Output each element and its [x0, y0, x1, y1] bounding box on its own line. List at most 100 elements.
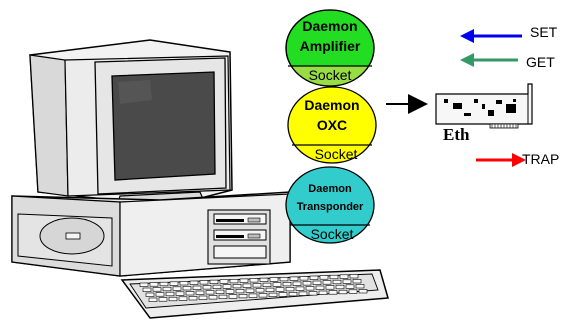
keyboard-key	[329, 274, 339, 280]
keyboard	[120, 269, 389, 319]
keyboard-key	[145, 292, 155, 297]
keyboard-key	[289, 276, 299, 281]
keyboard-key	[185, 291, 195, 296]
daemon-title-line2: Transponder	[297, 201, 364, 213]
keyboard-key	[315, 285, 325, 290]
keyboard-key	[192, 285, 202, 290]
daemon-title-line1: Daemon	[308, 183, 352, 195]
keyboard-key	[158, 297, 168, 302]
socket-label: Socket	[315, 146, 358, 162]
keyboard-key	[318, 290, 328, 295]
keyboard-key	[232, 283, 242, 289]
keyboard-key	[249, 278, 259, 283]
computer-illustration	[11, 39, 389, 319]
keyboard-key	[139, 282, 149, 287]
set-arrowhead-icon	[460, 29, 474, 43]
keyboard-key	[162, 286, 172, 292]
keyboard-key	[325, 285, 335, 290]
keyboard-key	[308, 291, 318, 296]
keyboard-key	[285, 286, 295, 292]
keyboard-key	[165, 291, 175, 297]
keyboard-key	[222, 284, 232, 289]
keyboard-key	[225, 289, 235, 294]
legend-set-label: SET	[530, 24, 558, 40]
keyboard-key	[298, 291, 308, 296]
keyboard-key	[208, 295, 218, 300]
keyboard-key	[278, 292, 288, 297]
keyboard-key	[258, 293, 268, 298]
keyboard-key	[182, 286, 192, 291]
keyboard-key	[149, 282, 159, 287]
daemon-transponder: Daemon Transponder Socket	[285, 166, 375, 244]
keyboard-key	[345, 284, 355, 289]
nic-label: Eth	[443, 125, 470, 144]
keyboard-key	[292, 281, 302, 286]
keyboard-key	[172, 286, 182, 291]
legend-trap: TRAP	[476, 151, 559, 167]
keyboard-key	[299, 276, 309, 281]
keyboard-key	[272, 282, 282, 287]
keyboard-key	[288, 291, 298, 297]
keyboard-key	[252, 283, 262, 288]
keyboard-key	[302, 281, 312, 286]
keyboard-key	[259, 277, 269, 283]
keyboard-key	[159, 281, 169, 287]
keyboard-key	[219, 279, 229, 284]
keyboard-key	[229, 278, 239, 284]
daemon-amplifier: Daemon Amplifier Socket	[285, 9, 375, 87]
keyboard-key	[239, 278, 249, 283]
keyboard-key	[268, 292, 278, 298]
keyboard-key	[349, 274, 359, 279]
keyboard-key	[328, 290, 338, 295]
keyboard-key	[199, 280, 209, 285]
keyboard-key	[358, 289, 368, 294]
legend-set: SET	[460, 24, 558, 43]
monitor	[29, 39, 233, 211]
get-arrowhead-icon	[460, 53, 474, 67]
daemon-title-line2: Amplifier	[300, 38, 361, 54]
legend: SET GET TRAP	[460, 24, 559, 167]
keyboard-key	[152, 287, 162, 292]
keyboard-key	[212, 284, 222, 290]
keyboard-key	[175, 291, 185, 296]
keyboard-key	[235, 288, 245, 294]
daemon-oxc: Daemon OXC Socket	[287, 86, 377, 164]
keyboard-key	[178, 296, 188, 301]
daemon-title-line1: Daemon	[302, 18, 357, 34]
keyboard-key	[355, 284, 365, 289]
keyboard-key	[265, 287, 275, 293]
keyboard-key	[209, 279, 219, 285]
keyboard-key	[319, 275, 329, 280]
keyboard-key	[179, 281, 189, 286]
keyboard-key	[295, 286, 305, 291]
daemon-ellipse	[285, 166, 375, 244]
keyboard-key	[332, 279, 342, 285]
keyboard-key	[155, 292, 165, 297]
keyboard-key	[262, 282, 272, 288]
legend-get-label: GET	[526, 54, 555, 70]
socket-label: Socket	[311, 226, 354, 242]
keyboard-key	[322, 280, 332, 285]
network-card-icon: Eth	[435, 83, 533, 144]
keyboard-key	[168, 296, 178, 302]
keyboard-key	[305, 286, 315, 291]
keyboard-key	[275, 287, 285, 292]
keyboard-key	[198, 295, 208, 300]
keyboard-key	[205, 290, 215, 295]
keyboard-key	[142, 287, 152, 292]
keyboard-key	[248, 293, 258, 298]
daemon-title-line1: Daemon	[304, 97, 359, 113]
keyboard-key	[169, 281, 179, 286]
keyboard-key	[335, 284, 345, 290]
desktop-case	[11, 191, 291, 277]
keyboard-key	[238, 293, 248, 299]
legend-get: GET	[460, 53, 555, 70]
keyboard-key	[282, 281, 292, 287]
daemon-ellipse	[287, 86, 377, 164]
keyboard-key	[245, 288, 255, 293]
keyboard-key	[269, 277, 279, 282]
keyboard-key	[279, 276, 289, 282]
keyboard-key	[188, 296, 198, 301]
